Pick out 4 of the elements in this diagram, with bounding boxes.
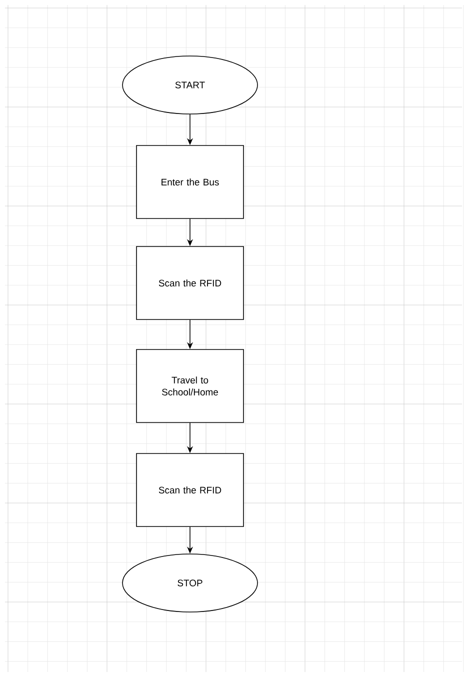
process-box: Enter the Bus bbox=[136, 145, 244, 219]
process-box: Travel to School/Home bbox=[136, 349, 244, 423]
process-box: Scan the RFID bbox=[136, 453, 244, 527]
process-box: Scan the RFID bbox=[136, 246, 244, 320]
